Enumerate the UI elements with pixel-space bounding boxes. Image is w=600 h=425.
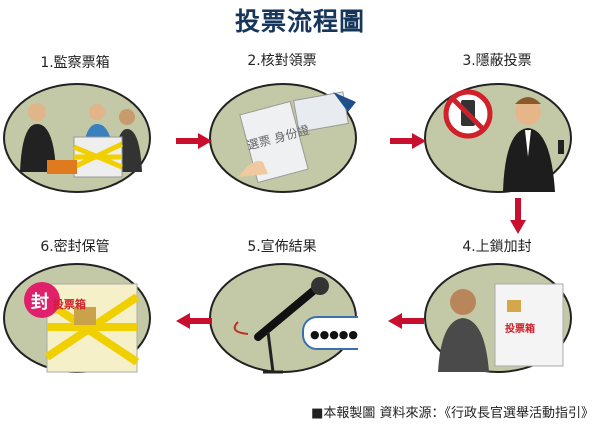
ballot-box [494, 283, 564, 367]
ballot-box-text: 投票箱 [505, 322, 535, 335]
page-title: 投票流程圖 [234, 7, 365, 36]
speech-bubble [302, 316, 358, 350]
seal-and-ballot-box-text: 封 投票箱 [31, 292, 86, 313]
microphone-icon [254, 283, 322, 341]
step-4-label: 4.上鎖加封 [462, 239, 532, 255]
arrow-left-1 [388, 313, 424, 329]
step-2-label: 2.核對領票 [247, 53, 317, 69]
step-6-label: 6.密封保管 [40, 239, 110, 255]
arrow-right-1 [176, 133, 212, 149]
step-5-label: 5.宣佈結果 [247, 239, 317, 255]
seal-badge [24, 282, 60, 318]
step-1-label: 1.監察票箱 [40, 55, 110, 71]
padlock-icon [74, 307, 96, 325]
step-6-illustration [3, 263, 151, 373]
arrow-right-2 [390, 133, 426, 149]
arrow-down [510, 198, 526, 234]
speech-dots: ●●●●●● [310, 328, 358, 341]
source-credit: ■本報製圖 資料來源：《行政長官選舉活動指引》 [311, 406, 594, 421]
step-3-label: 3.隱蔽投票 [462, 53, 532, 69]
padlock-icon [507, 300, 521, 312]
step-1-illustration [3, 83, 151, 193]
official-head [28, 103, 46, 121]
step-2-illustration [209, 83, 357, 193]
step-5-illustration: ●●●●●● [209, 263, 358, 374]
step-3-illustration [424, 83, 572, 193]
arrow-left-2 [176, 313, 212, 329]
step-4-illustration: 投票箱 [424, 263, 572, 373]
